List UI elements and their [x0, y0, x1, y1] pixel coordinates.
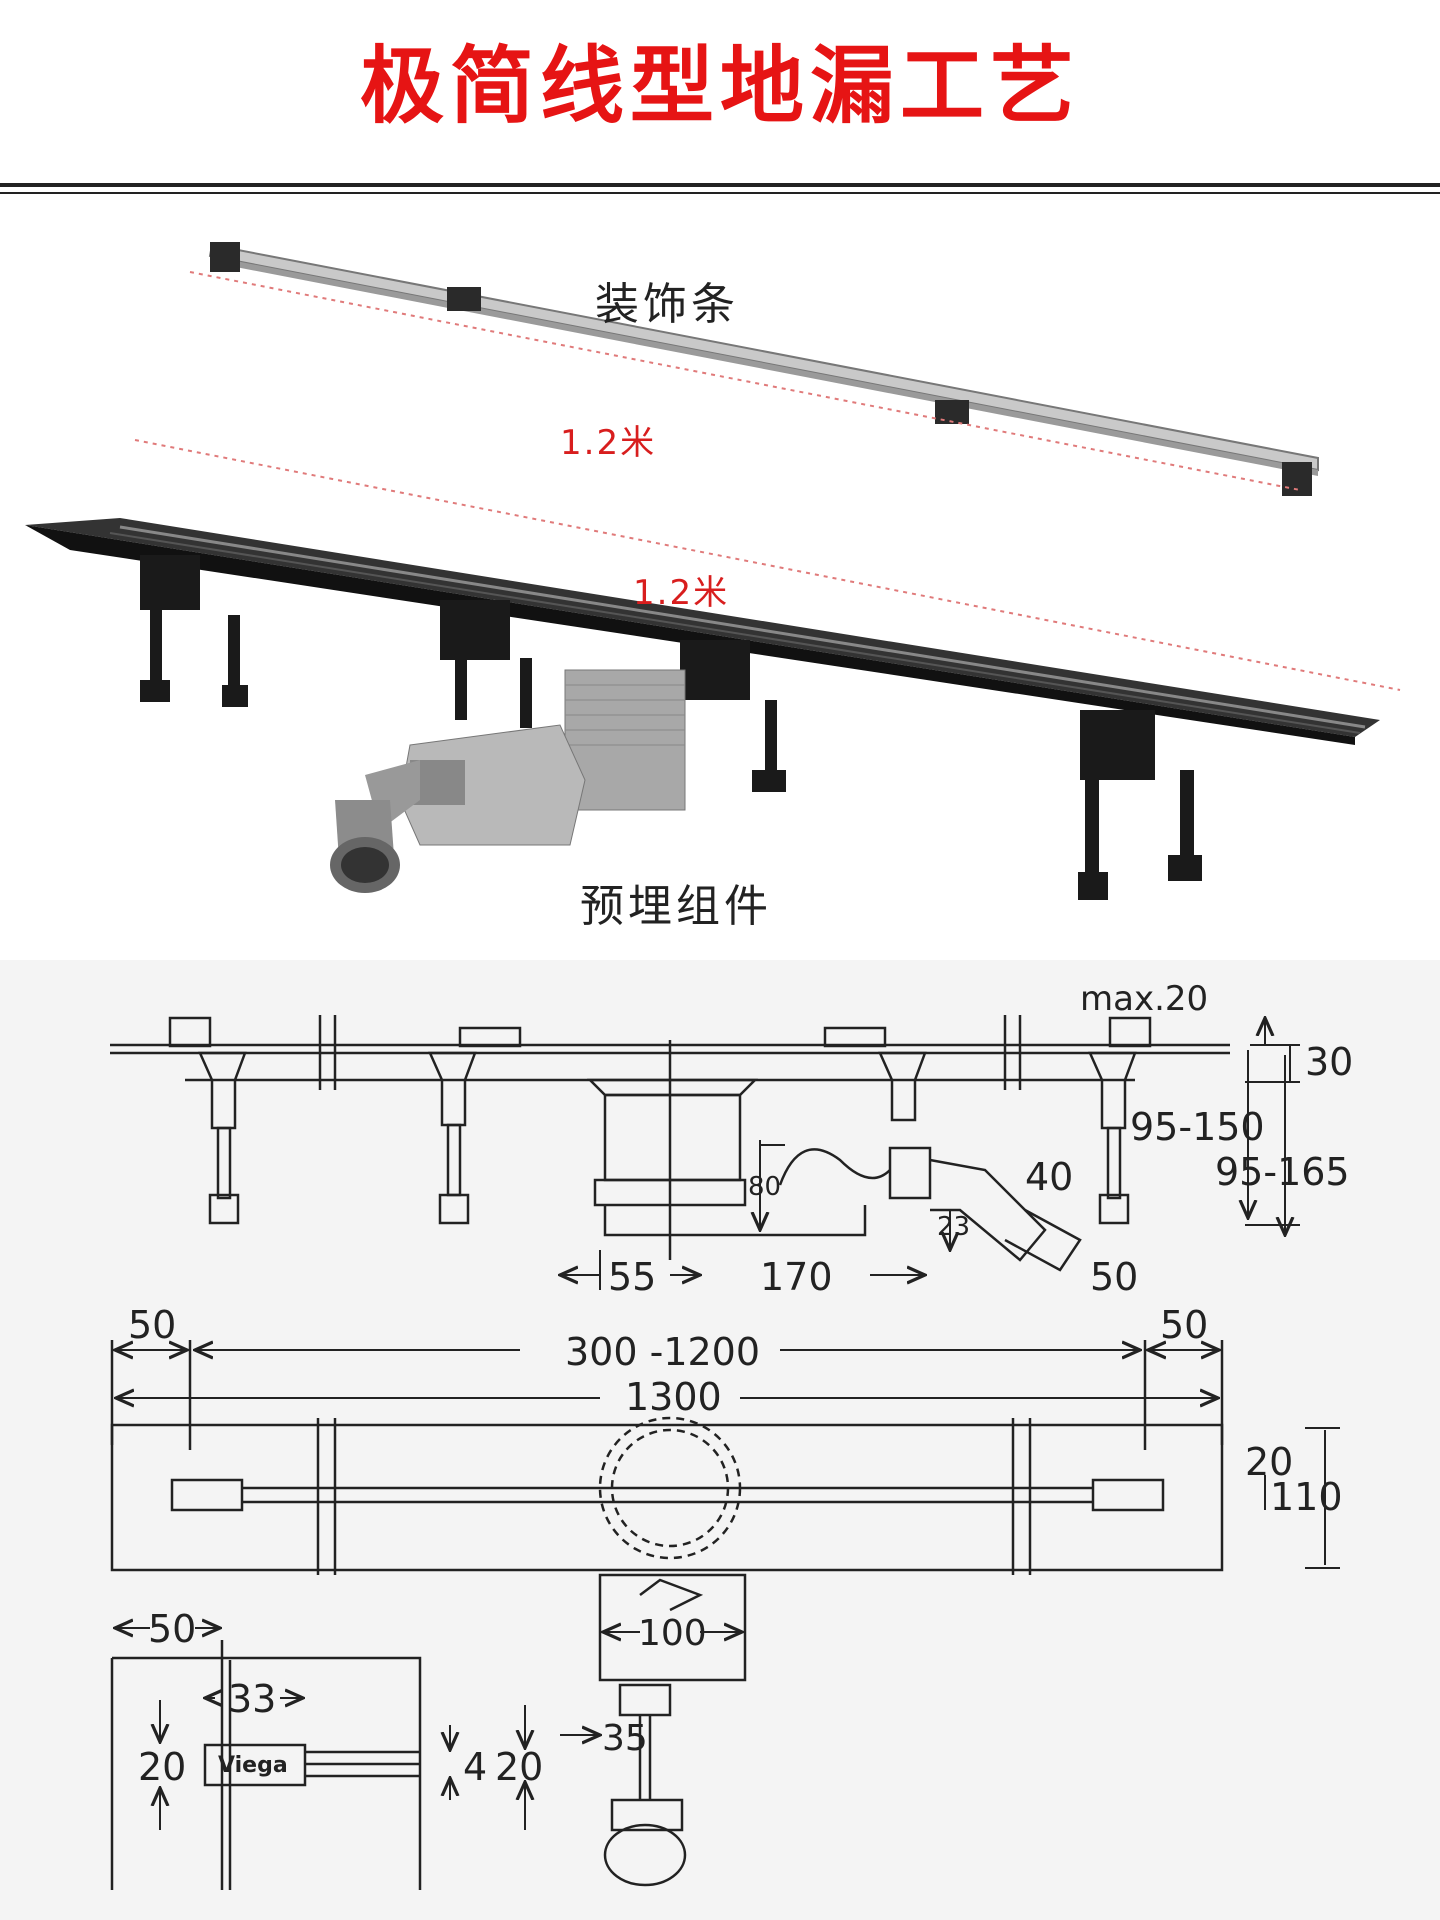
brand-logo: Viega — [218, 1753, 288, 1778]
detail-view — [110, 1640, 687, 1890]
dim-1300: 1300 — [625, 1375, 722, 1419]
technical-drawing: max.20 30 95-150 95-165 80 40 23 55 170 … — [0, 960, 1440, 1920]
side-view-dims — [560, 1018, 1300, 1290]
detail-dim-33: 33 — [228, 1677, 276, 1721]
dim-left-50: 50 — [128, 1303, 176, 1347]
drain-siphon — [330, 669, 686, 893]
strip-length-guide — [189, 271, 1301, 491]
dim-55: 55 — [608, 1255, 656, 1299]
drain-channel — [25, 518, 1380, 900]
dim-80: 80 — [748, 1172, 781, 1202]
dim-30: 30 — [1305, 1040, 1353, 1084]
strip-label: 装饰条 — [595, 279, 739, 330]
dim-110: 110 — [1270, 1475, 1343, 1519]
dim-95-165: 95-165 — [1215, 1150, 1350, 1194]
title-rule — [0, 183, 1440, 187]
top-view — [110, 1340, 1224, 1682]
dim-300-1200: 300 -1200 — [565, 1330, 760, 1374]
assembly-label: 预埋组件 — [580, 881, 772, 932]
strip-length-label: 1.2米 — [560, 423, 657, 463]
dim-right-50: 50 — [1160, 1303, 1208, 1347]
dim-40: 40 — [1025, 1155, 1073, 1199]
max-20-label: max.20 — [1080, 979, 1208, 1019]
detail-dim-20: 20 — [138, 1745, 186, 1789]
dim-100: 100 — [638, 1613, 707, 1654]
body-length-guide — [134, 439, 1401, 691]
detail-dim-50: 50 — [148, 1607, 196, 1651]
detail-dim-4: 4 — [463, 1745, 487, 1789]
detail-view-dims — [115, 1628, 600, 1830]
decorative-strip — [208, 242, 1319, 496]
dim-20-width: 20 — [1245, 1440, 1293, 1484]
top-view-dims — [115, 1350, 1340, 1632]
detail-dim-35: 35 — [602, 1718, 648, 1759]
dim-50: 50 — [1090, 1255, 1138, 1299]
product-illustration — [25, 242, 1401, 900]
detail-dim-20-right: 20 — [495, 1745, 543, 1789]
title-rule-thin — [0, 192, 1440, 194]
dim-170: 170 — [760, 1255, 833, 1299]
page-title: 极简线型地漏工艺 — [359, 37, 1080, 135]
dim-23: 23 — [937, 1212, 970, 1242]
dim-95-150: 95-150 — [1130, 1105, 1265, 1149]
side-view — [110, 1015, 1230, 1272]
body-length-label: 1.2米 — [633, 573, 730, 613]
